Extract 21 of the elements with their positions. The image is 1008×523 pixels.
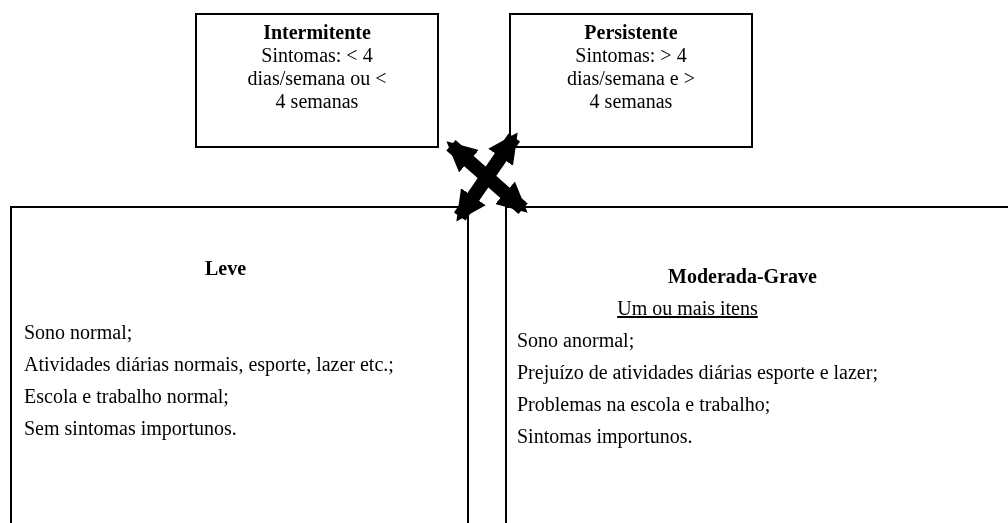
category-heading: Persistente — [583, 21, 679, 44]
category-text: Sintomas: > 4 dias/semana e > 4 semanas — [566, 44, 696, 113]
category-text: Sintomas: < 4 dias/semana ou < 4 semanas — [247, 44, 387, 113]
category-text: Problemas na escola e trabalho; — [517, 392, 772, 417]
category-text: Um ou mais itens — [616, 296, 759, 321]
category-heading: Leve — [203, 256, 248, 281]
category-text: Sintomas importunos. — [517, 424, 694, 450]
category-text: Escola e trabalho normal; — [24, 384, 230, 409]
category-box — [195, 13, 439, 148]
category-text: Atividades diárias normais, esporte, lazer etc.; — [24, 352, 395, 378]
category-heading: Intermitente — [262, 21, 372, 44]
category-box — [10, 206, 469, 523]
category-box — [509, 13, 753, 148]
double-arrow — [454, 132, 520, 222]
category-text: Sem sintomas importunos. — [24, 416, 238, 442]
category-text: Prejuízo de atividades diárias esporte e lazer; — [517, 360, 879, 386]
double-arrow — [446, 140, 528, 214]
category-text: Sono anormal; — [517, 328, 636, 353]
category-text: Sono normal; — [24, 320, 134, 345]
category-box — [505, 206, 1008, 523]
category-heading: Moderada-Grave — [667, 264, 818, 289]
